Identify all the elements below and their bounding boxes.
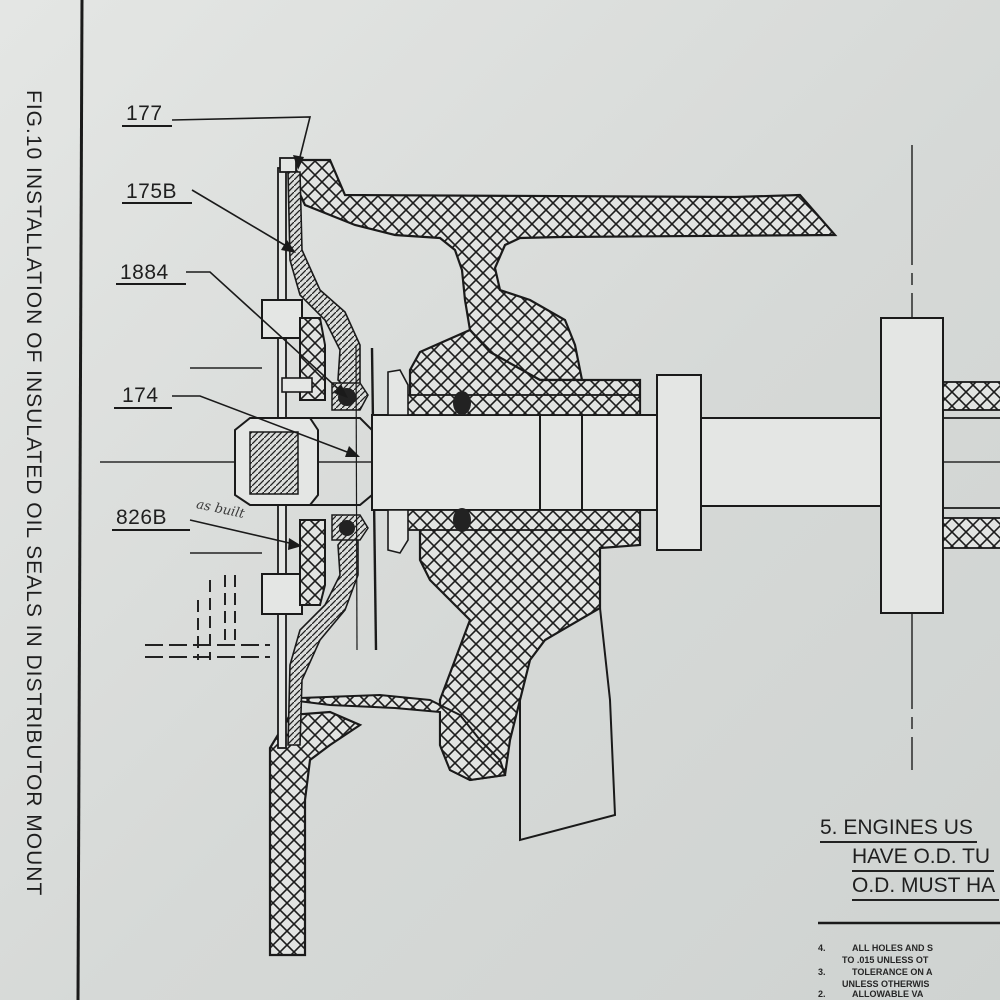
leader-177 — [171, 116, 312, 166]
seal-dot-upper — [453, 391, 471, 415]
arrow-174 — [345, 446, 360, 457]
note-2: 2. ALLOWABLE VA — [818, 988, 923, 1000]
right-bearing-upper — [942, 381, 1000, 411]
clamp-arm-lower — [299, 519, 326, 606]
note-3-line-1: TOLERANCE ON A — [852, 967, 933, 977]
part-label-177: 177 — [126, 102, 163, 125]
bearing-lower — [389, 509, 641, 531]
figure-title: FIG.10 INSTALLATION OF INSULATED OIL SEA… — [22, 90, 45, 897]
seal-dot-lower — [453, 508, 471, 532]
note-4-line-1: ALL HOLES AND S — [852, 943, 934, 953]
shaft — [371, 414, 661, 511]
leader-826b — [189, 519, 299, 546]
right-bearing-lower — [942, 517, 1000, 549]
lip-upper — [387, 369, 409, 416]
bottom-flange — [268, 710, 363, 957]
arrow-1884 — [334, 384, 348, 398]
note-5: 5. ENGINES US HAVE O.D. TU O.D. MUST HA — [820, 814, 1000, 901]
note-4-number: 4. — [818, 943, 826, 953]
arrow-177 — [293, 155, 304, 170]
lower-stem — [519, 607, 617, 842]
bearing-upper — [389, 394, 641, 416]
note5-line-2: HAVE O.D. TU — [852, 843, 995, 872]
lip-lower — [387, 509, 409, 554]
plate-cap — [279, 157, 297, 173]
coupling-flange-left — [656, 374, 702, 551]
note-3-line-2: UNLESS OTHERWIS — [842, 979, 930, 989]
housing-top-arm — [293, 158, 838, 382]
part-label-174: 174 — [122, 384, 159, 407]
clamp-tab-upper — [281, 377, 313, 393]
leader-175b — [191, 189, 294, 251]
clamp-block-upper — [261, 299, 303, 339]
note5-line-3: O.D. MUST HA — [852, 872, 1000, 901]
shaft-collar — [539, 414, 583, 511]
arrow-175b — [281, 240, 296, 253]
note-3: 3. TOLERANCE ON A UNLESS OTHERWIS — [818, 966, 933, 990]
nut-thread — [249, 431, 299, 495]
o-ring-lower — [339, 520, 355, 536]
note-4: 4. ALL HOLES AND S TO .015 UNLESS OT — [818, 942, 933, 966]
part-label-175b: 175B — [126, 180, 178, 203]
arrow-826b — [288, 538, 302, 550]
leader-174 — [172, 395, 356, 456]
coupling-flange-right — [880, 317, 944, 614]
note-4-line-2: TO .015 UNLESS OT — [842, 955, 929, 965]
housing-bottom-arm — [289, 693, 507, 782]
note-2-number: 2. — [818, 989, 826, 999]
leader-1884 — [186, 271, 346, 396]
border-line — [76, 0, 84, 1000]
clamp-block-lower — [261, 573, 303, 615]
gasket-line-2 — [355, 344, 358, 651]
part-label-826b: 826B — [116, 506, 168, 529]
part-label-1884: 1884 — [120, 261, 169, 284]
note-2-line-1: ALLOWABLE VA — [852, 989, 924, 999]
note5-line-1: 5. ENGINES US — [820, 814, 977, 843]
note-3-number: 3. — [818, 967, 826, 977]
shaft-extension — [700, 417, 882, 507]
